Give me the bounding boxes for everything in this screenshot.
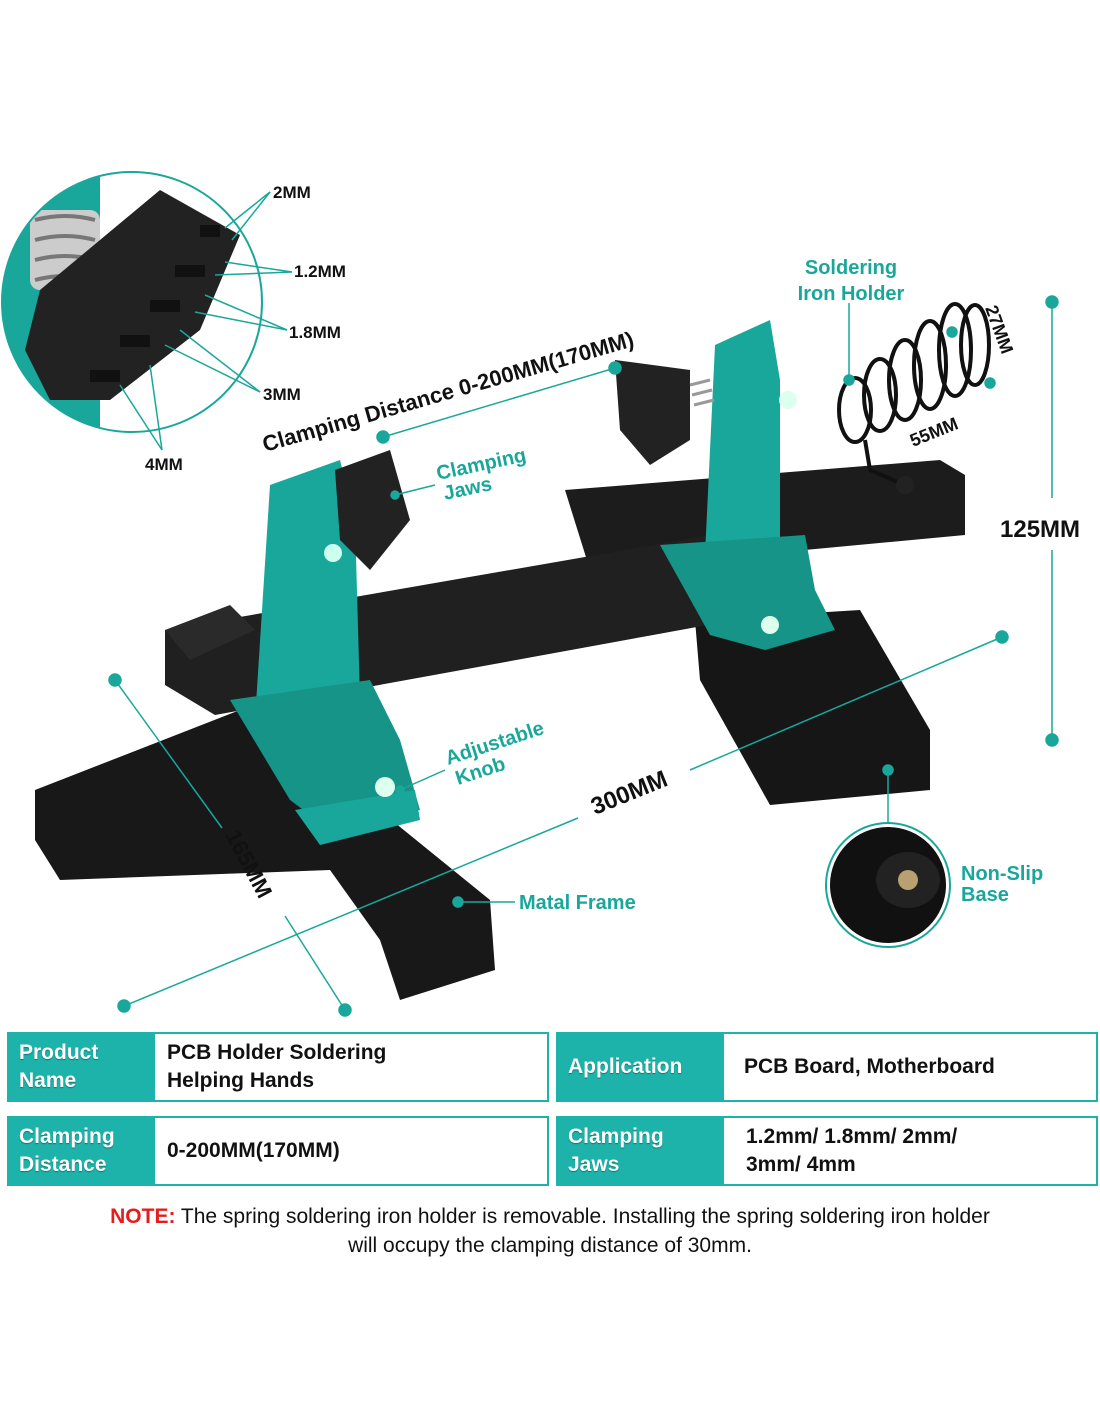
spec-label: Product [19, 1041, 99, 1064]
height-label: 125MM [1000, 516, 1080, 543]
spec-value: 0-200MM(170MM) [167, 1139, 340, 1162]
note: NOTE: The spring soldering iron holder i… [0, 1202, 1100, 1260]
non-slip-base-detail [825, 822, 951, 948]
non-slip-label-2: Base [961, 884, 1009, 906]
spec-label: Clamping [19, 1125, 115, 1148]
spec-label: Jaws [568, 1153, 620, 1176]
right-clamp-arm [615, 320, 835, 650]
spec-value: PCB Holder Soldering [167, 1041, 387, 1064]
iron-holder-label-2: Iron Holder [798, 283, 905, 305]
jaw-size-4mm: 4MM [145, 455, 183, 474]
dimension-lines [108, 295, 1059, 1017]
spec-label: Name [19, 1069, 77, 1092]
jaw-size-3mm: 3MM [263, 385, 301, 404]
non-slip-label-1: Non-Slip [961, 863, 1043, 885]
product-illustration: 2MM 1.2MM 1.8MM 3MM 4MM [1, 171, 1080, 1017]
spec-value: PCB Board, Motherboard [744, 1055, 995, 1078]
iron-holder-label-1: Soldering [805, 257, 897, 279]
jaw-size-1-8mm: 1.8MM [289, 323, 341, 342]
jaw-detail-magnifier: 2MM 1.2MM 1.8MM 3MM 4MM [1, 171, 346, 474]
clamping-distance-label: Clamping Distance 0-200MM(170MM) [259, 327, 636, 457]
soldering-iron-holder-spring [837, 302, 991, 487]
length-label: 300MM [587, 766, 671, 821]
jaw-size-1-2mm: 1.2MM [294, 262, 346, 281]
note-line-1: The spring soldering iron holder is remo… [175, 1205, 990, 1228]
metal-frame-label: Matal Frame [519, 892, 636, 914]
spec-value: 1.2mm/ 1.8mm/ 2mm/ [746, 1125, 958, 1148]
left-clamp-arm [230, 450, 420, 845]
spec-application: Application PCB Board, Motherboard [556, 1032, 1098, 1102]
spec-label: Distance [19, 1153, 107, 1176]
spec-value: Helping Hands [167, 1069, 315, 1092]
spring-length-label: 55MM [907, 413, 961, 450]
note-line-2: will occupy the clamping distance of 30m… [348, 1234, 752, 1257]
note-prefix: NOTE: [110, 1205, 176, 1228]
jaw-size-2mm: 2MM [273, 183, 311, 202]
spec-value: 3mm/ 4mm [746, 1153, 856, 1176]
spec-label: Clamping [568, 1125, 664, 1148]
spec-label: Application [568, 1055, 683, 1078]
